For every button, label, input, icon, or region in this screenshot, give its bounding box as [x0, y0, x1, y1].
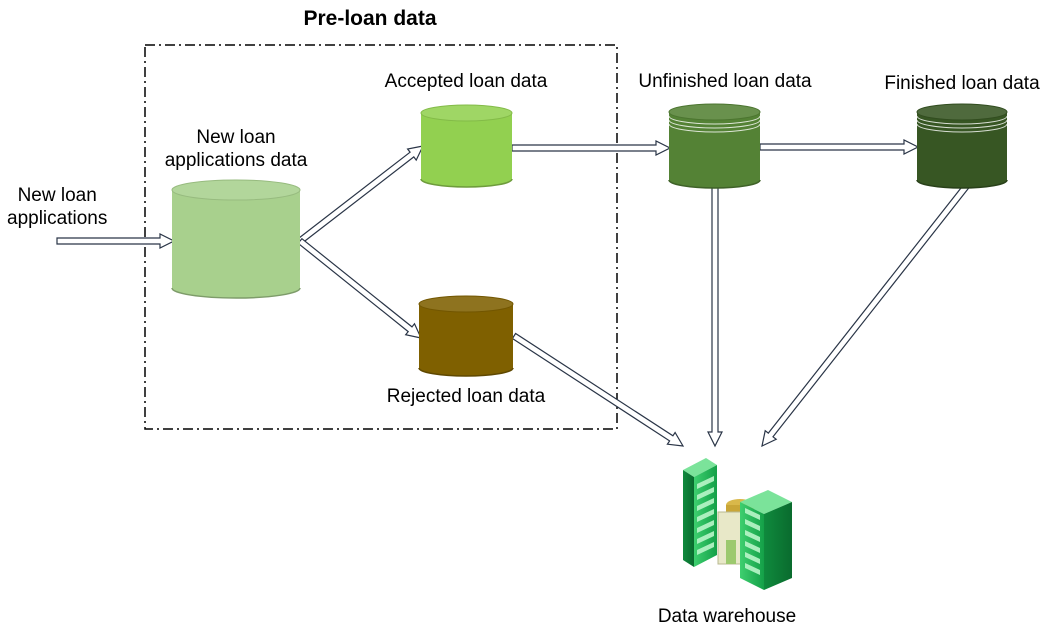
- rejected-cylinder: [418, 295, 514, 377]
- new-applications-cylinder: [171, 179, 301, 299]
- arrow-unfinished-to-warehouse: [707, 181, 723, 448]
- unfinished-cylinder: [668, 103, 761, 189]
- flow-arrows: [56, 139, 972, 448]
- new-applications-store-label-line1: New loan: [196, 127, 276, 148]
- arrow-accepted-to-unfinished: [511, 140, 672, 156]
- accepted-store-label: Accepted loan data: [384, 71, 548, 92]
- data-warehouse-icon: [683, 458, 792, 590]
- new-applications-store-label: New loan applications data: [165, 126, 308, 172]
- arrow-new-to-accepted: [297, 145, 425, 245]
- new-loan-applications-line1: New loan: [17, 185, 97, 206]
- pre-loan-title: Pre-loan data: [303, 7, 437, 30]
- arrow-finished-to-warehouse: [761, 181, 972, 448]
- data-stores: [171, 103, 1008, 377]
- finished-store-label: Finished loan data: [884, 73, 1040, 94]
- rejected-store-label: Rejected loan data: [386, 386, 546, 407]
- arrow-new-to-rejected: [297, 237, 423, 339]
- new-loan-applications-label: New loan applications: [7, 184, 107, 230]
- arrow-rejected-to-warehouse: [511, 332, 685, 447]
- arrow-unfinished-to-finished: [759, 139, 920, 155]
- pre-loan-boundary: [144, 44, 618, 430]
- arrow-input-to-new-applications: [56, 233, 176, 249]
- new-applications-store-label-line2: applications data: [164, 150, 308, 171]
- data-warehouse-label: Data warehouse: [657, 606, 797, 627]
- unfinished-store-label: Unfinished loan data: [638, 71, 812, 92]
- finished-cylinder: [916, 103, 1008, 189]
- new-loan-applications-line2: applications: [7, 208, 108, 229]
- accepted-cylinder: [420, 104, 513, 188]
